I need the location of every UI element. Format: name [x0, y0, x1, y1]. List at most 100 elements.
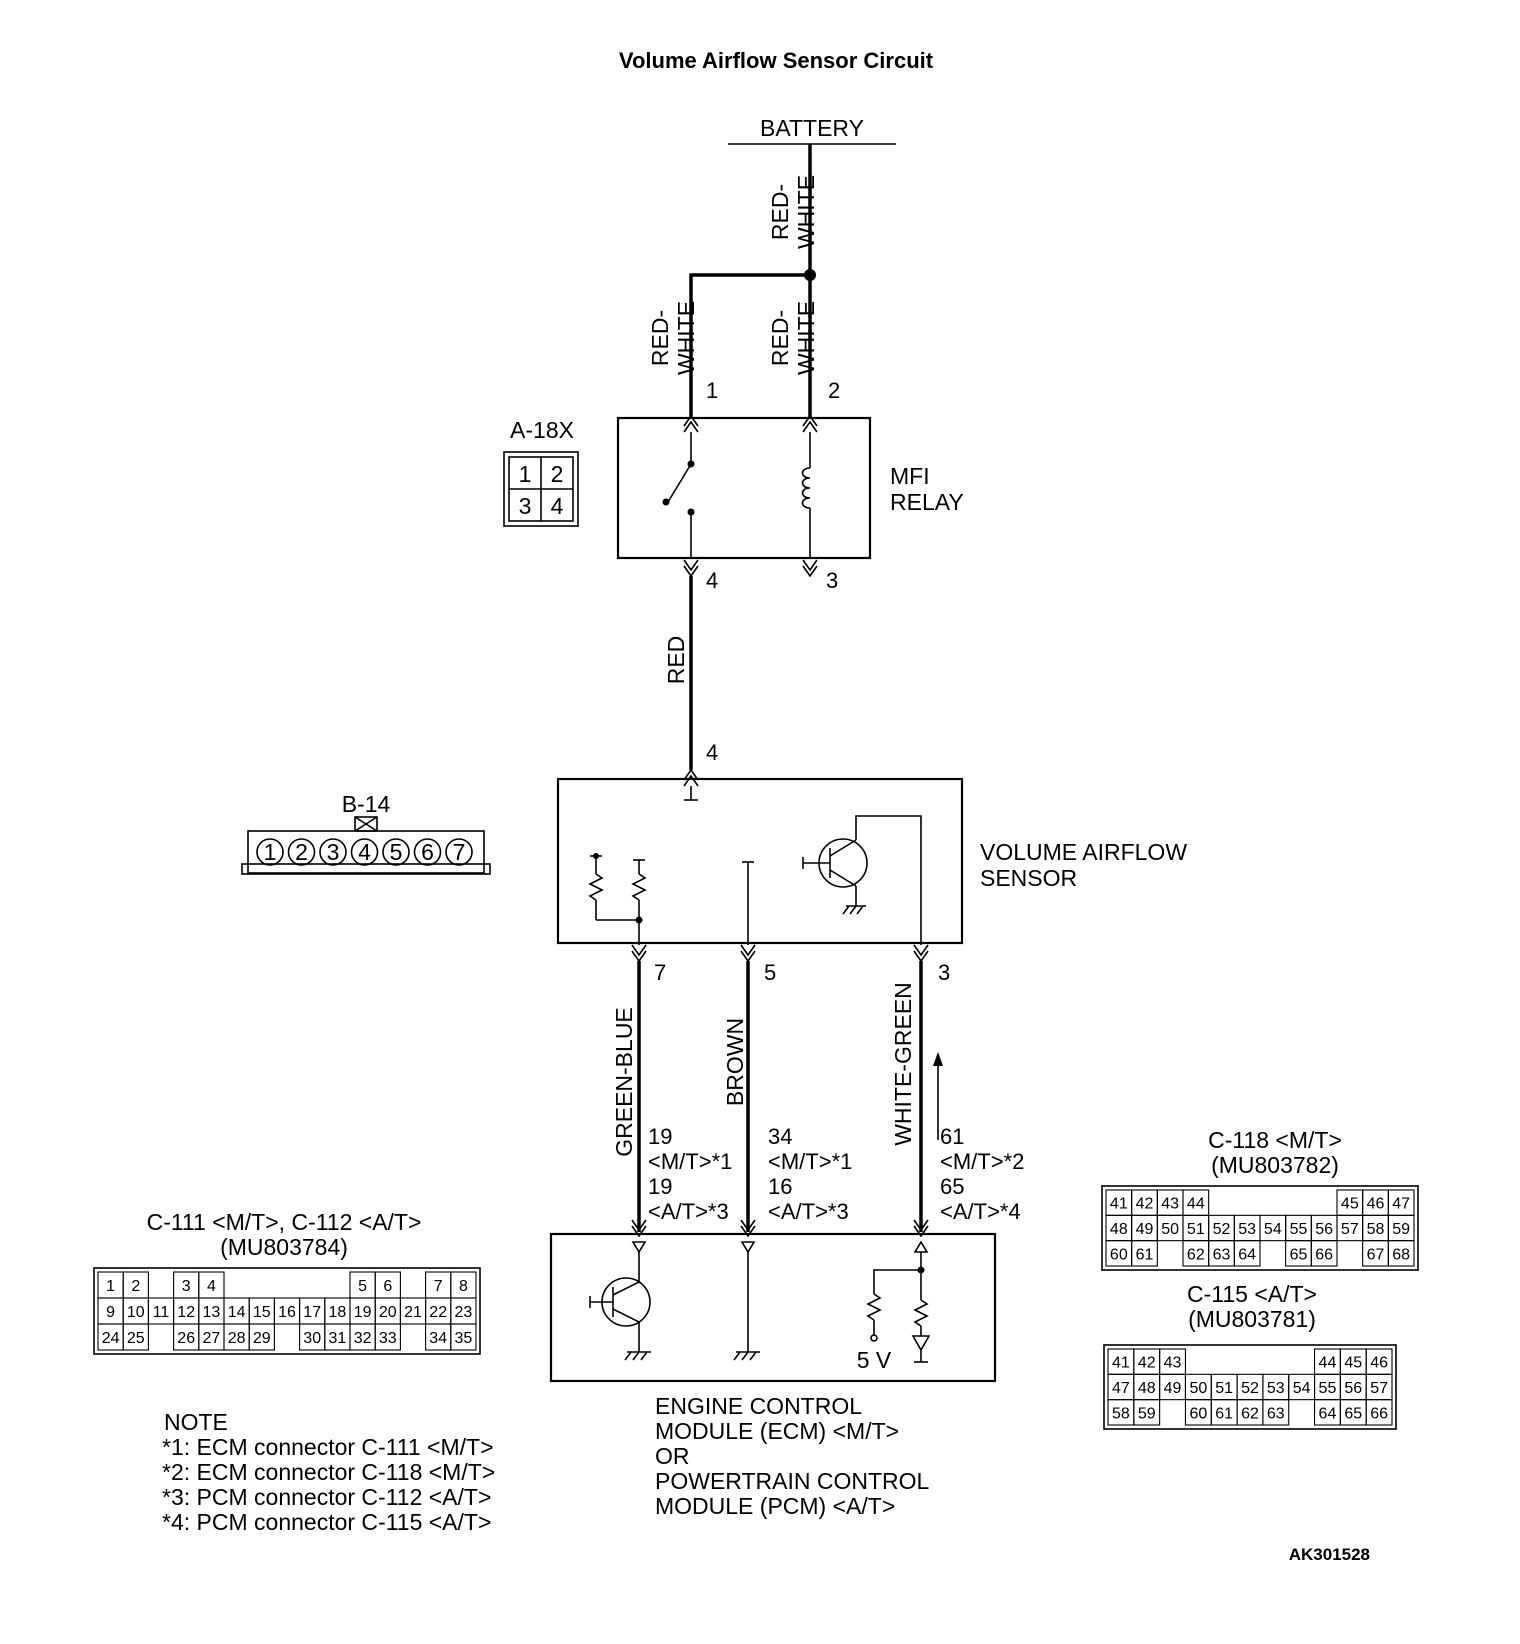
connector-c111-pin-number: 25 [127, 1330, 145, 1347]
connector-c115-pin-number: 53 [1267, 1380, 1285, 1397]
svg-text:NOTE: NOTE [164, 1409, 228, 1435]
connector-c118-title: C-118 <M/T> (MU803782) [1208, 1127, 1342, 1178]
connector-c118-pin-number: 57 [1341, 1221, 1359, 1238]
connector-c111-pin-number: 35 [455, 1330, 473, 1347]
connector-c111-pin-number: 29 [253, 1330, 271, 1347]
connector-c118-pin-number: 67 [1367, 1246, 1385, 1263]
connector-c111-pin-number: 24 [102, 1330, 120, 1347]
connector-c115-pin-number: 51 [1215, 1380, 1233, 1397]
svg-text:*4: PCM connector C-115 <A/T>: *4: PCM connector C-115 <A/T> [162, 1509, 491, 1535]
connector-c115-cell [1133, 1399, 1161, 1426]
connector-c115-pin-number: 63 [1267, 1405, 1285, 1422]
relay-pin-3: 3 [826, 568, 838, 593]
mfi-relay-box [616, 416, 872, 560]
connector-c115-pin-number: 55 [1319, 1380, 1337, 1397]
svg-text:MODULE (PCM) <A/T>: MODULE (PCM) <A/T> [655, 1493, 895, 1519]
svg-text:WHITE: WHITE [793, 175, 819, 249]
svg-text:34: 34 [768, 1124, 792, 1149]
svg-text:C-111 <M/T>, C-112 <A/T>: C-111 <M/T>, C-112 <A/T> [147, 1209, 422, 1235]
connector-c118-pin-number: 65 [1290, 1246, 1308, 1263]
connector-c111-pin-number: 14 [228, 1304, 246, 1321]
svg-text:4: 4 [551, 493, 564, 519]
connector-c111-cell [248, 1323, 275, 1351]
connector-c115-pin-number: 62 [1241, 1405, 1259, 1422]
connector-c111-pin-number: 16 [278, 1304, 296, 1321]
svg-text:(MU803781): (MU803781) [1188, 1306, 1316, 1332]
wire-label-battery: RED- WHITE [767, 175, 819, 249]
connector-c111-pin-number: 8 [459, 1278, 468, 1295]
connector-b14-name: B-14 [342, 791, 391, 817]
connector-c115-pin-number: 49 [1164, 1380, 1182, 1397]
svg-text:POWERTRAIN CONTROL: POWERTRAIN CONTROL [655, 1468, 930, 1494]
ecm-connector-marks [631, 1219, 929, 1254]
svg-text:RED-: RED- [767, 184, 793, 240]
connector-c115-pin-number: 42 [1138, 1355, 1156, 1372]
connector-c115-pin-number: 45 [1344, 1355, 1362, 1372]
connector-c111-pin-number: 19 [354, 1304, 372, 1321]
sensor-pin-3: 3 [938, 960, 950, 985]
relay-switch-symbol [662, 432, 695, 558]
svg-text:16: 16 [768, 1174, 792, 1199]
connector-c111-pin-number: 9 [106, 1304, 115, 1321]
connector-c115-title: C-115 <A/T> (MU803781) [1187, 1281, 1317, 1332]
connector-c111-pin-number: 7 [434, 1278, 443, 1295]
connector-c115-pin-number: 64 [1319, 1405, 1337, 1422]
connector-c111-pin-number: 13 [203, 1304, 221, 1321]
svg-text:19: 19 [648, 1174, 672, 1199]
relay-connector-marks [683, 414, 818, 578]
connector-c115-pin-number: 61 [1215, 1405, 1233, 1422]
sensor-transistor-symbol [802, 815, 922, 945]
relay-coil-symbol [801, 432, 811, 558]
relay-pin-2: 2 [828, 378, 840, 403]
connector-c111-pin-number: 34 [429, 1330, 447, 1347]
mfi-relay-label-line2: RELAY [890, 489, 964, 515]
splice-junction [804, 269, 816, 281]
connector-c111-pin-number: 17 [303, 1304, 321, 1321]
connector-c118-pin-number: 47 [1392, 1196, 1410, 1213]
connector-c118-pin-number: 64 [1238, 1246, 1256, 1263]
connector-c118-pin-number: 52 [1213, 1221, 1231, 1238]
connector-b14-pin-number: 7 [453, 839, 466, 865]
connector-c111-cell [374, 1323, 401, 1351]
sensor-ground-line [742, 861, 754, 945]
svg-text:C-115 <A/T>: C-115 <A/T> [1187, 1281, 1317, 1307]
wire-label-brown: BROWN [722, 1018, 748, 1106]
note-block: NOTE *1: ECM connector C-111 <M/T> *2: E… [162, 1409, 495, 1535]
connector-c111-pin-number: 1 [106, 1278, 115, 1295]
sensor-pin-7: 7 [654, 960, 666, 985]
connector-c118-pin-number: 48 [1110, 1221, 1128, 1238]
wire-label-relay-pin1: RED- WHITE [647, 301, 699, 375]
connector-c111-pin-number: 27 [203, 1330, 221, 1347]
wire-label-green-blue: GREEN-BLUE [611, 1007, 637, 1157]
ecm-input-circuit [866, 1252, 931, 1363]
connector-b14-pin [413, 838, 442, 866]
connector-c118-cell [1131, 1240, 1158, 1267]
svg-text:61: 61 [940, 1124, 964, 1149]
connector-b14-pin [319, 838, 347, 866]
wire-label-white-green: WHITE-GREEN [890, 982, 916, 1146]
connector-c118-pin-number: 42 [1136, 1196, 1154, 1213]
svg-text:OR: OR [655, 1443, 690, 1469]
connector-c111-pin-number: 20 [379, 1304, 397, 1321]
relay-pin-4: 4 [706, 568, 718, 593]
diagram-title: Volume Airflow Sensor Circuit [619, 48, 934, 73]
connector-c111-pin-number: 30 [303, 1330, 321, 1347]
svg-text:<A/T>*4: <A/T>*4 [940, 1199, 1021, 1224]
connector-c118-pin-number: 51 [1187, 1221, 1205, 1238]
connector-c118-pin-number: 59 [1392, 1221, 1410, 1238]
connector-c111-pin-number: 2 [131, 1278, 140, 1295]
connector-c115-pin-number: 57 [1370, 1380, 1388, 1397]
vaf-sensor-label-line1: VOLUME AIRFLOW [980, 839, 1187, 865]
connector-c118-pin-number: 68 [1392, 1246, 1410, 1263]
ecm-pins-brown: 34 <M/T>*1 16 <A/T>*3 [768, 1124, 852, 1224]
ecm-ground-symbol [733, 1252, 760, 1361]
connector-b14-pin-number: 3 [327, 839, 340, 865]
signal-direction-arrow [933, 1052, 943, 1140]
connector-b14-pin [350, 838, 379, 866]
connector-c118-pin-number: 41 [1110, 1196, 1128, 1213]
connector-c118-cell [1310, 1240, 1338, 1267]
connector-c115-pin-number: 52 [1241, 1380, 1259, 1397]
connector-c111-pin-number: 6 [383, 1278, 392, 1295]
connector-c111-title: C-111 <M/T>, C-112 <A/T> (MU803784) [147, 1209, 422, 1260]
